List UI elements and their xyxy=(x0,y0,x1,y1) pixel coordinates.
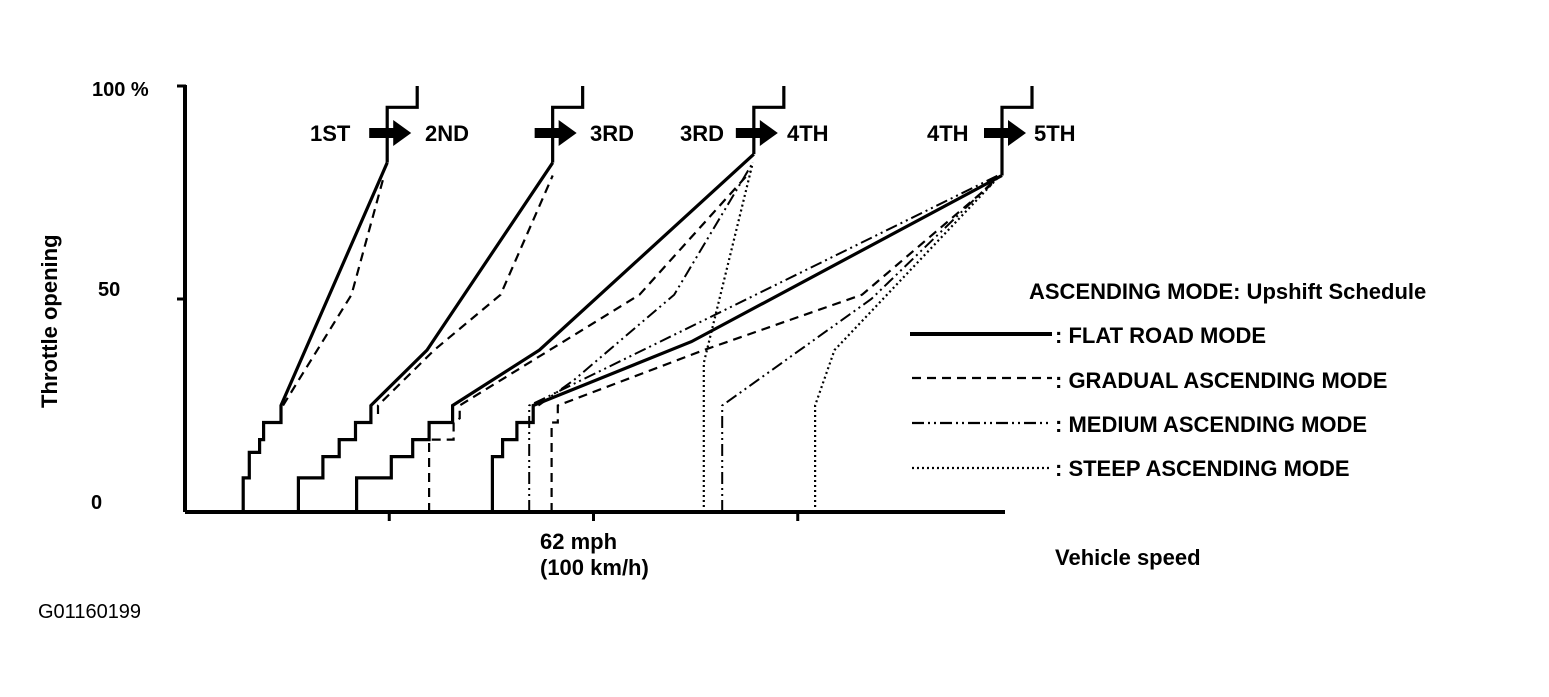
shift-line-2-3-solid-2 xyxy=(296,161,555,512)
shift-label-3rd-b: 3RD xyxy=(680,121,724,146)
shift-line-4-5-solid-8 xyxy=(490,174,1003,512)
shift-line-3-4-dashed-5 xyxy=(428,170,752,512)
legend-label-steep: : STEEP ASCENDING MODE xyxy=(1055,456,1350,481)
shift-arrow-2 xyxy=(735,120,778,146)
y-tick-label-50: 50 xyxy=(98,279,120,301)
y-tick-label-100: 100 % xyxy=(92,79,149,101)
shift-line-3-4-dotted-7 xyxy=(702,162,754,512)
legend-title: ASCENDING MODE: Upshift Schedule xyxy=(1029,279,1426,304)
shift-arrow-3 xyxy=(984,120,1026,146)
shift-label-3rd-a: 3RD xyxy=(590,121,634,146)
x-tick-label-line1: 62 mph xyxy=(540,529,617,554)
shift-line-1-2-solid-0 xyxy=(241,162,389,512)
shift-line-2-3-dashed-3 xyxy=(376,175,554,414)
top-step-0 xyxy=(385,86,419,163)
shift-label-2nd: 2ND xyxy=(425,121,469,146)
y-tick-label-0: 0 xyxy=(91,492,102,514)
shift-label-5th: 5TH xyxy=(1034,121,1076,146)
shift-lines xyxy=(241,153,1003,512)
legend-label-flat: : FLAT ROAD MODE xyxy=(1055,323,1266,348)
shift-line-1-2-dashed-1 xyxy=(282,175,386,407)
y-axis-title: Throttle opening xyxy=(37,234,62,408)
shift-line-4-5-dashdotdot-11 xyxy=(721,178,996,512)
shift-line-3-4-solid-4 xyxy=(355,153,755,512)
shift-arrow-1 xyxy=(534,120,577,146)
legend-label-gradual: : GRADUAL ASCENDING MODE xyxy=(1055,368,1387,393)
shift-arrows xyxy=(369,120,1026,146)
x-tick-label-line2: (100 km/h) xyxy=(540,555,649,580)
legend-label-medium: : MEDIUM ASCENDING MODE xyxy=(1055,412,1367,437)
x-ticks xyxy=(387,512,800,521)
shift-line-4-5-dashdotdot-10 xyxy=(528,174,999,512)
shift-label-4th-a: 4TH xyxy=(787,121,829,146)
shift-arrow-0 xyxy=(369,120,412,146)
shift-line-3-4-dashdotdot-6 xyxy=(537,162,754,407)
top-step-1 xyxy=(551,86,585,163)
top-step-3 xyxy=(1000,86,1034,176)
shift-line-4-5-dashed-9 xyxy=(550,183,993,512)
shift-line-4-5-dotted-12 xyxy=(814,174,1001,512)
x-axis-title: Vehicle speed xyxy=(1055,545,1201,570)
shift-label-1st: 1ST xyxy=(310,121,351,146)
top-step-2 xyxy=(752,86,786,155)
shift-label-4th-b: 4TH xyxy=(927,121,969,146)
figure-code: G01160199 xyxy=(38,601,141,623)
